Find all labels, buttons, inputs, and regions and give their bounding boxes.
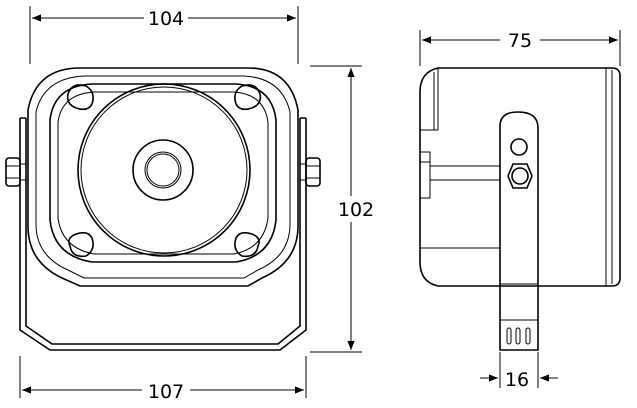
side-foot-slot-3 xyxy=(525,327,531,345)
side-neck xyxy=(420,151,500,199)
dim-102-label: 102 xyxy=(338,199,374,221)
side-foot-slot-2 xyxy=(515,327,521,345)
corner-boss-top-right xyxy=(234,84,262,111)
center-cap-inner xyxy=(144,151,182,189)
right-side-bolt xyxy=(299,157,321,187)
corner-boss-top-left xyxy=(66,84,94,111)
dim-16-label: 16 xyxy=(505,369,529,391)
side-view xyxy=(419,67,621,351)
side-bracket-hole xyxy=(510,138,528,156)
corner-boss-bottom-left xyxy=(68,231,94,258)
housing-inner-outline xyxy=(35,75,291,279)
cone-outer-circle xyxy=(77,83,251,257)
center-cap-outer xyxy=(132,139,194,201)
center-cap-core xyxy=(146,153,180,187)
dim-107-label: 107 xyxy=(148,381,184,403)
horn-face-inner xyxy=(57,91,269,255)
side-dimensions: 75 16 xyxy=(419,30,621,391)
corner-boss-bottom-right xyxy=(234,231,260,258)
side-bracket-arm xyxy=(499,111,539,351)
horn-face-outer xyxy=(49,83,277,263)
side-foot-slot-1 xyxy=(506,327,512,345)
front-dimensions: 104 102 107 xyxy=(19,6,374,403)
housing-outer-outline xyxy=(27,67,299,287)
dim-75-label: 75 xyxy=(508,30,532,52)
front-view xyxy=(5,67,321,351)
cone-inner-circle xyxy=(80,86,248,254)
side-body-outline xyxy=(419,67,621,287)
side-bolt-hex-outer xyxy=(507,163,533,189)
mounting-bracket xyxy=(19,117,307,351)
dim-104-label: 104 xyxy=(148,8,184,30)
left-side-bolt xyxy=(5,157,27,187)
side-bolt-hex-inner xyxy=(511,167,529,185)
